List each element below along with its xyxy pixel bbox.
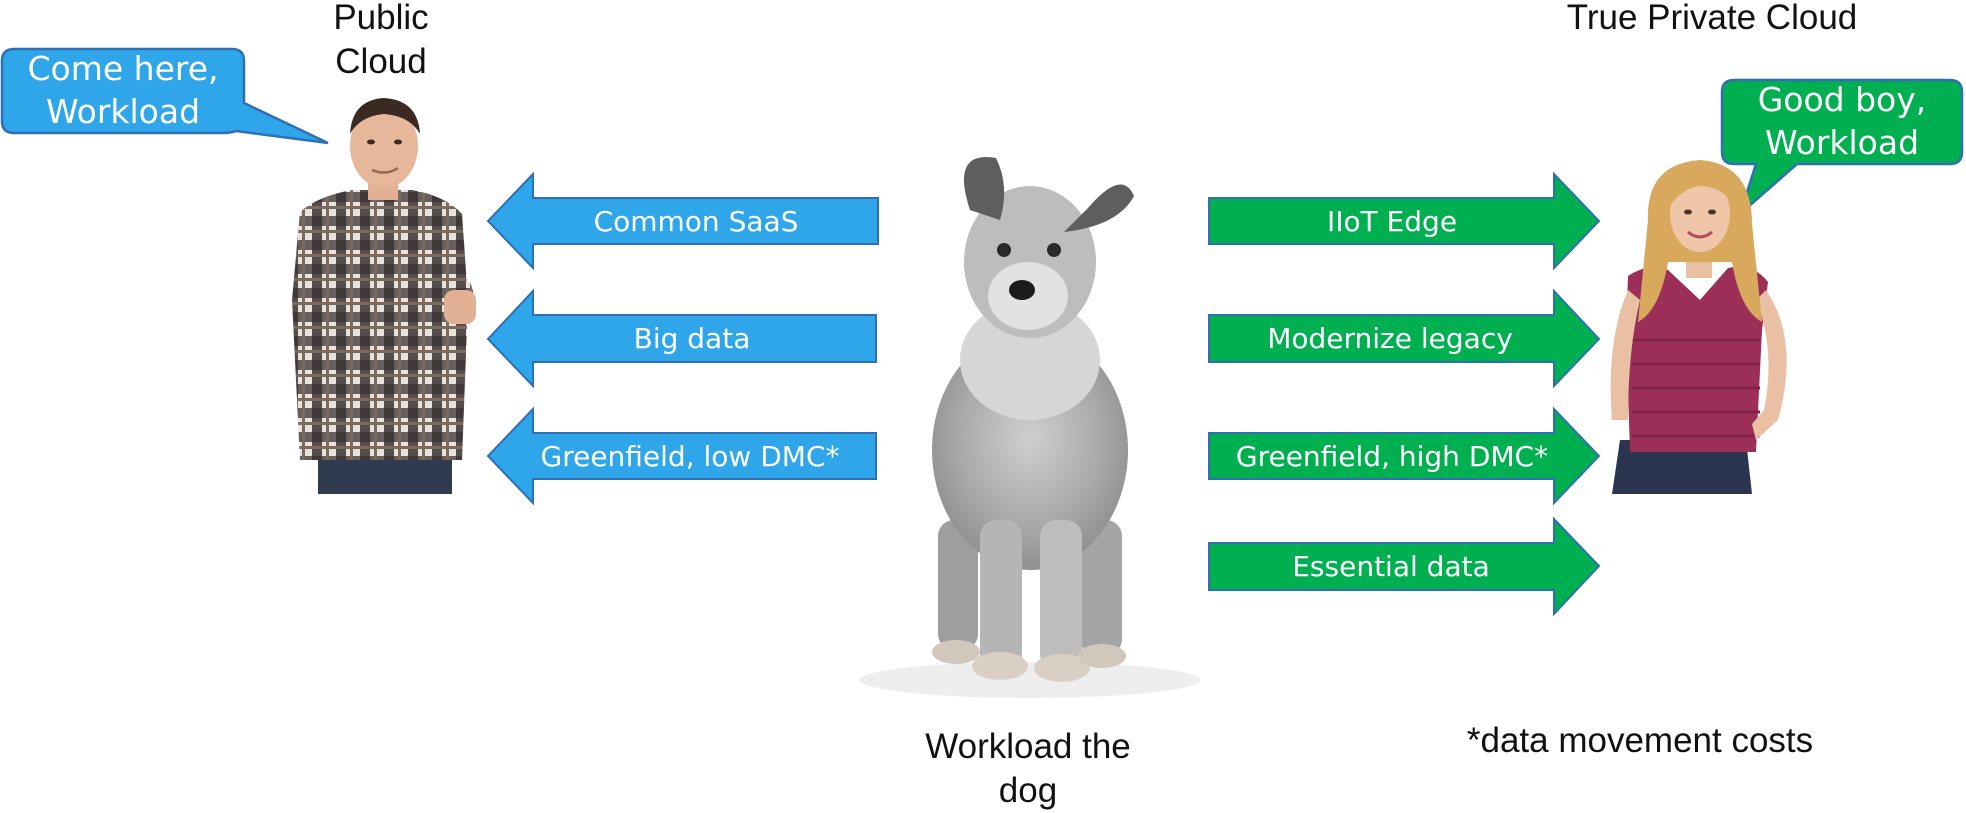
footnote: *data movement costs [1467,721,1813,760]
dog-caption-line-1: Workload the [925,727,1131,766]
private-arrow-2-label: Modernize legacy [1267,322,1513,355]
public-cloud-title-line-2: Cloud [335,42,426,81]
private-arrow-1: IIoT Edge [1208,171,1601,271]
public-arrow-1-shape [486,171,879,271]
public-bubble-line-1: Come here, [27,49,218,88]
public-speech-bubble-shape [0,47,329,145]
public-arrow-2-shape [486,288,877,389]
private-arrow-4-shape [1208,516,1601,617]
public-bubble-line-2: Workload [46,92,200,131]
private-arrow-4: Essential data [1208,516,1601,617]
private-arrow-3-label: Greenfield, high DMC* [1236,440,1548,473]
private-cloud-title: True Private Cloud [1567,0,1858,37]
private-arrow-1-label: IIoT Edge [1327,205,1457,238]
private-arrow-3: Greenfield, high DMC* [1208,406,1601,506]
public-arrow-1: Common SaaS [486,171,879,271]
private-speech-bubble-shape [1720,78,1964,218]
private-arrow-2-shape [1208,288,1601,389]
public-arrow-2-label: Big data [634,322,751,355]
public-arrow-3-label: Greenfield, low DMC* [541,440,840,473]
private-bubble-line-2: Workload [1765,123,1919,162]
private-arrow-4-label: Essential data [1292,550,1490,583]
private-arrow-3-shape [1208,406,1601,506]
public-arrow-3: Greenfield, low DMC* [486,406,877,506]
public-arrow-2: Big data [486,288,877,389]
private-arrow-2: Modernize legacy [1208,288,1601,389]
private-speech-bubble: Good boy, Workload [1720,78,1964,218]
public-speech-bubble: Come here, Workload [0,47,329,145]
public-cloud-title-line-1: Public [333,0,428,37]
dog-caption-line-2: dog [999,771,1057,810]
dog-illustration [860,157,1200,698]
public-arrow-1-label: Common SaaS [594,205,799,238]
private-bubble-line-1: Good boy, [1758,80,1927,119]
private-arrow-1-shape [1208,171,1601,271]
public-arrow-3-shape [486,406,877,506]
woman-illustration [1610,160,1787,494]
man-illustration [292,98,476,494]
